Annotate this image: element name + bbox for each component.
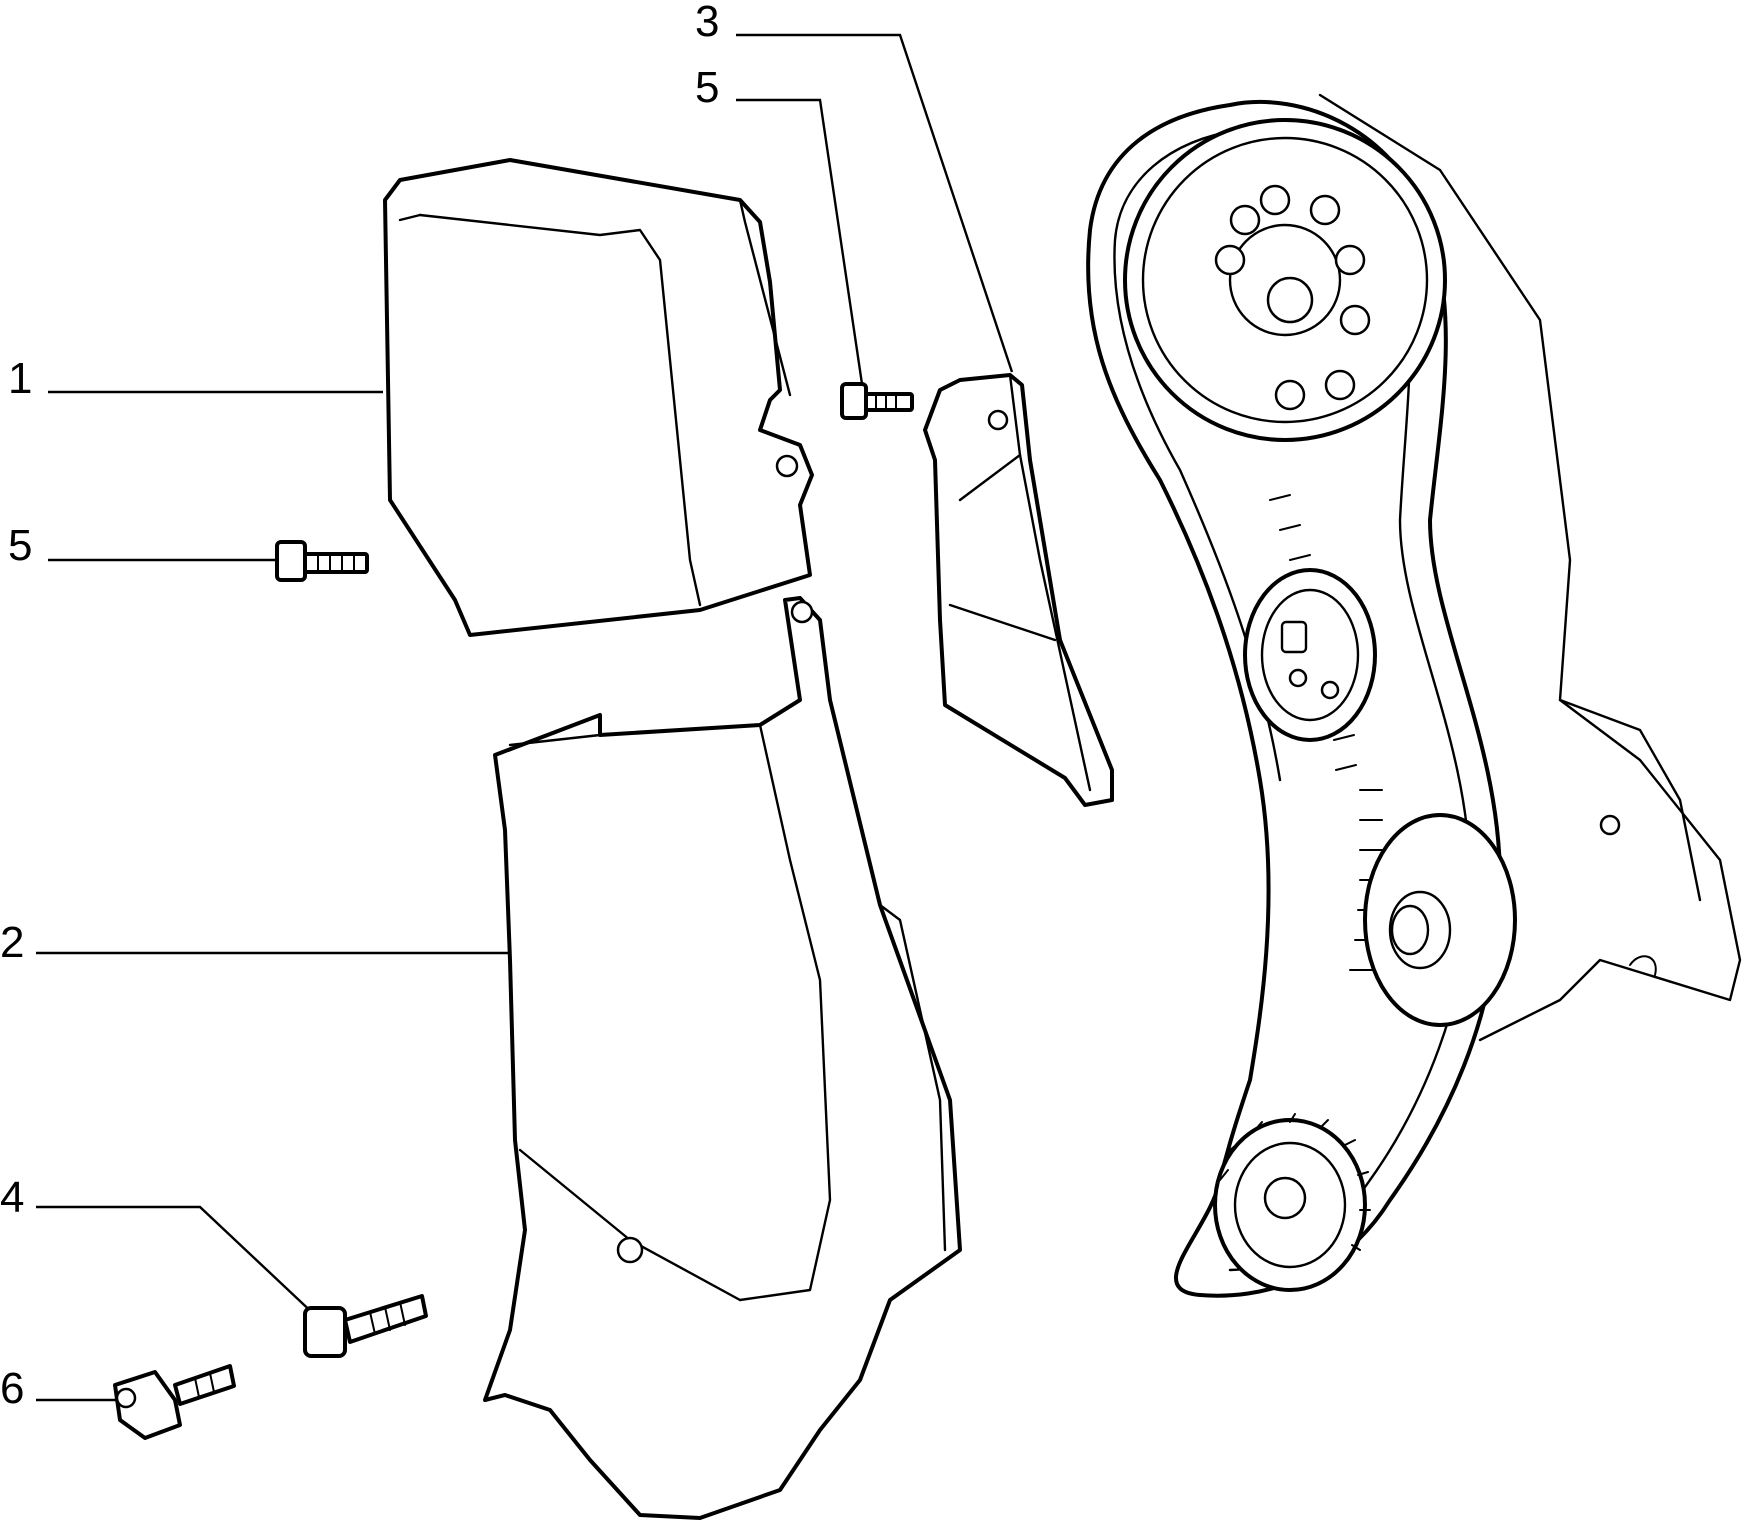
- engine-block-hole: [1599, 814, 1621, 836]
- idler-pulley: [1363, 813, 1517, 1027]
- leader-line-5-top: [736, 98, 864, 385]
- stud-with-hex-spacer: [113, 1364, 236, 1440]
- callout-number-6: 6: [0, 1364, 24, 1413]
- callout-number-5-left: 5: [8, 521, 32, 570]
- upper-belt-cover: [383, 158, 814, 637]
- timing-belt-assembly: [1086, 93, 1742, 1298]
- lower-belt-cover: [483, 596, 962, 1520]
- lower-cover-mounting-hole-top: [790, 600, 814, 624]
- flanged-bolt-top: [840, 382, 914, 420]
- leader-line-3: [736, 33, 1014, 373]
- guard-plate-mounting-hole: [987, 409, 1009, 431]
- crankshaft-sprocket-hub: [1263, 1176, 1307, 1220]
- upper-cover-mounting-hole: [775, 454, 799, 478]
- callout-number-2: 2: [0, 918, 24, 967]
- callout-number-3: 3: [695, 0, 719, 46]
- leader-line-4: [36, 1205, 319, 1319]
- callout-number-4: 4: [0, 1173, 24, 1222]
- callout-number-1: 1: [8, 354, 32, 403]
- belt-guard-plate: [923, 373, 1114, 807]
- tensioner-pulley: [1243, 568, 1377, 742]
- flanged-bolt-left: [275, 540, 369, 582]
- engine-block-outline: [1318, 93, 1742, 1042]
- stud-spacer-bore: [115, 1387, 137, 1409]
- camshaft-pulley-hub: [1266, 276, 1314, 324]
- lower-cover-mounting-hole-bottom: [616, 1236, 644, 1264]
- hex-bolt: [303, 1294, 428, 1358]
- callout-number-5-top: 5: [695, 63, 719, 112]
